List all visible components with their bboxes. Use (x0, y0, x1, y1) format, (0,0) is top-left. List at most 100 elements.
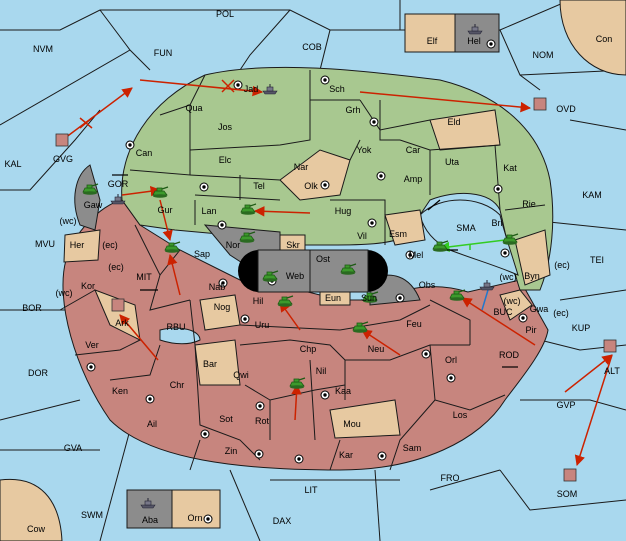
region-ovd-label: OVD (556, 104, 576, 114)
prov-amp-label: Amp (404, 174, 423, 184)
prov-sot-label: Sot (219, 414, 233, 424)
region-lit-label: LIT (304, 485, 318, 495)
prov-vil-label: Vil (357, 231, 367, 241)
prov-kar-label: Kar (339, 450, 353, 460)
prov-hel-label: Hel (467, 36, 481, 46)
prov-neu-label: Neu (368, 344, 385, 354)
prov-nar-label: Nar (294, 162, 309, 172)
prov-ail-label: Ail (147, 419, 157, 429)
coast-ec-4-label: (ec) (553, 308, 569, 318)
prov-ark-label: Ark (115, 318, 129, 328)
coast-ec-3-label: (ec) (554, 260, 570, 270)
province-borders (59, 70, 546, 471)
prov-aba-label: Aba (142, 515, 158, 525)
region-kal-label: KAL (4, 159, 21, 169)
region-alt-label: ALT (604, 366, 620, 376)
prov-byn-label: Byn (524, 271, 540, 281)
prov-gaw-shape[interactable] (74, 164, 101, 231)
region-fun-label: FUN (154, 48, 173, 58)
prov-ost-label: Ost (316, 254, 331, 264)
prov-orn-shape[interactable] (171, 489, 221, 529)
prov-esm-label: Esm (389, 229, 407, 239)
prov-elf-shape[interactable] (404, 13, 456, 53)
prov-kor-label: Kor (81, 281, 95, 291)
prov-lan-label: Lan (201, 206, 216, 216)
rbu-sea-shape (159, 327, 201, 345)
region-gvp-label: GVP (556, 400, 575, 410)
prov-kaa-label: Kaa (335, 386, 351, 396)
support-line (438, 239, 506, 253)
coast-wc-2-label: (wc) (56, 288, 73, 298)
prov-eld-label: Eld (447, 117, 460, 127)
region-rbu-label: RBU (166, 322, 185, 332)
prov-pir-label: Pir (526, 325, 537, 335)
prov-gwa-label: Gwa (530, 304, 549, 314)
prov-ken-label: Ken (112, 386, 128, 396)
prov-qua-label: Qua (185, 103, 202, 113)
prov-uru-label: Uru (255, 320, 270, 330)
region-cob-label: COB (302, 42, 322, 52)
region-con-label: Con (596, 34, 613, 44)
prov-web-label: Web (286, 271, 304, 281)
region-bor-label: BOR (22, 303, 42, 313)
prov-mel-label: Mel (409, 250, 424, 260)
coast-ec-2-label: (ec) (108, 262, 124, 272)
prov-skr-label: Skr (286, 240, 300, 250)
region-tei-label: TEI (590, 255, 604, 265)
prov-nil-label: Nil (316, 366, 327, 376)
coast-wc-3-label: (wc) (500, 272, 517, 282)
prov-bar-label: Bar (203, 359, 217, 369)
region-sma-label: SMA (456, 223, 476, 233)
region-mit-label: MIT (136, 272, 152, 282)
prov-jad-label: Jad (244, 84, 259, 94)
prov-rot-label: Rot (255, 416, 270, 426)
prov-car-label: Car (406, 145, 421, 155)
coast-wc-1-label: (wc) (60, 216, 77, 226)
prov-gur-label: Gur (157, 205, 172, 215)
prov-sap-label: Sap (194, 249, 210, 259)
prov-rie-label: Rie (522, 199, 536, 209)
prov-yok-label: Yok (357, 145, 372, 155)
prov-elf-label: Elf (427, 36, 438, 46)
prov-sun-label: Sun (361, 293, 377, 303)
prov-zin-label: Zin (225, 446, 238, 456)
region-pol-label: POL (216, 9, 234, 19)
prov-gaw-label: Gaw (84, 200, 103, 210)
prov-chp-label: Chp (300, 344, 317, 354)
prov-uta-label: Uta (445, 157, 459, 167)
prov-nog-label: Nog (214, 302, 231, 312)
region-mvu-label: MVU (35, 239, 55, 249)
prov-olk-label: Olk (304, 181, 318, 191)
prov-feu-label: Feu (406, 319, 422, 329)
prov-tel-label: Tel (253, 181, 265, 191)
failed-markers (79, 79, 235, 129)
region-cow-label: Cow (27, 524, 46, 534)
region-som-label: SOM (557, 489, 578, 499)
prov-kat-label: Kat (503, 163, 517, 173)
prov-sch-label: Sch (329, 84, 345, 94)
prov-hug-label: Hug (335, 206, 352, 216)
prov-qwi-label: Qwi (233, 370, 249, 380)
region-gvg-label: GVG (53, 154, 73, 164)
prov-elc-label: Elc (219, 155, 232, 165)
convoy-line (481, 289, 489, 311)
prov-her-label: Her (70, 240, 85, 250)
region-rod-label: ROD (499, 350, 520, 360)
region-dor-label: DOR (28, 368, 49, 378)
south-red-land (62, 199, 549, 471)
prov-obs-label: Obs (419, 280, 436, 290)
prov-grh-label: Grh (345, 105, 360, 115)
prov-mou-label: Mou (343, 419, 361, 429)
prov-jos-label: Jos (218, 122, 233, 132)
prov-nab-label: Nab (209, 282, 226, 292)
prov-orn-label: Orn (187, 513, 202, 523)
region-dax-label: DAX (273, 516, 292, 526)
region-buc-label: BUC (493, 307, 513, 317)
region-gor-label: GOR (108, 179, 129, 189)
coast-ec-1-label: (ec) (102, 240, 118, 250)
region-gva-label: GVA (64, 443, 82, 453)
